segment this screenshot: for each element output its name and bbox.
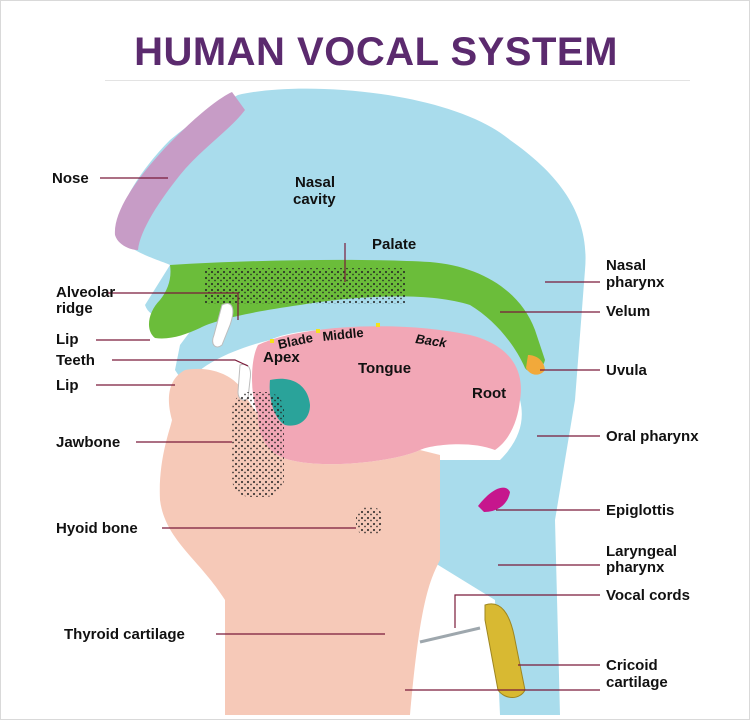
label-vocal-cords: Vocal cords xyxy=(606,587,690,604)
vocal-cords-line xyxy=(420,628,480,642)
label-nose: Nose xyxy=(52,170,89,187)
label-jawbone: Jawbone xyxy=(56,434,120,451)
label-laryngeal-2: pharynx xyxy=(606,559,665,576)
label-alveolar-1: Alveolar xyxy=(56,284,115,301)
label-oral-pharynx: Oral pharynx xyxy=(606,428,699,445)
label-nasal-cavity-1: Nasal xyxy=(295,174,335,191)
label-tongue: Tongue xyxy=(358,360,411,377)
label-uvula: Uvula xyxy=(606,362,648,379)
label-lip-upper: Lip xyxy=(56,331,79,348)
palate-texture xyxy=(205,268,405,304)
label-cricoid-1: Cricoid xyxy=(606,657,658,674)
label-epiglottis: Epiglottis xyxy=(606,502,674,519)
label-lip-lower: Lip xyxy=(56,377,79,394)
label-palate: Palate xyxy=(372,236,416,253)
label-alveolar-2: ridge xyxy=(56,300,93,317)
label-velum: Velum xyxy=(606,303,650,320)
label-teeth: Teeth xyxy=(56,352,95,369)
label-nasal-pharynx-2: pharynx xyxy=(606,274,665,291)
label-cricoid-2: cartilage xyxy=(606,674,668,691)
label-apex: Apex xyxy=(263,349,300,366)
label-laryngeal-1: Laryngeal xyxy=(606,543,677,560)
label-nasal-pharynx-1: Nasal xyxy=(606,257,646,274)
hyoid-texture xyxy=(356,507,382,535)
jawbone-texture xyxy=(232,392,284,497)
label-root: Root xyxy=(472,385,506,402)
label-hyoid: Hyoid bone xyxy=(56,520,138,537)
label-nasal-cavity-2: cavity xyxy=(293,191,336,208)
label-thyroid: Thyroid cartilage xyxy=(64,626,185,643)
